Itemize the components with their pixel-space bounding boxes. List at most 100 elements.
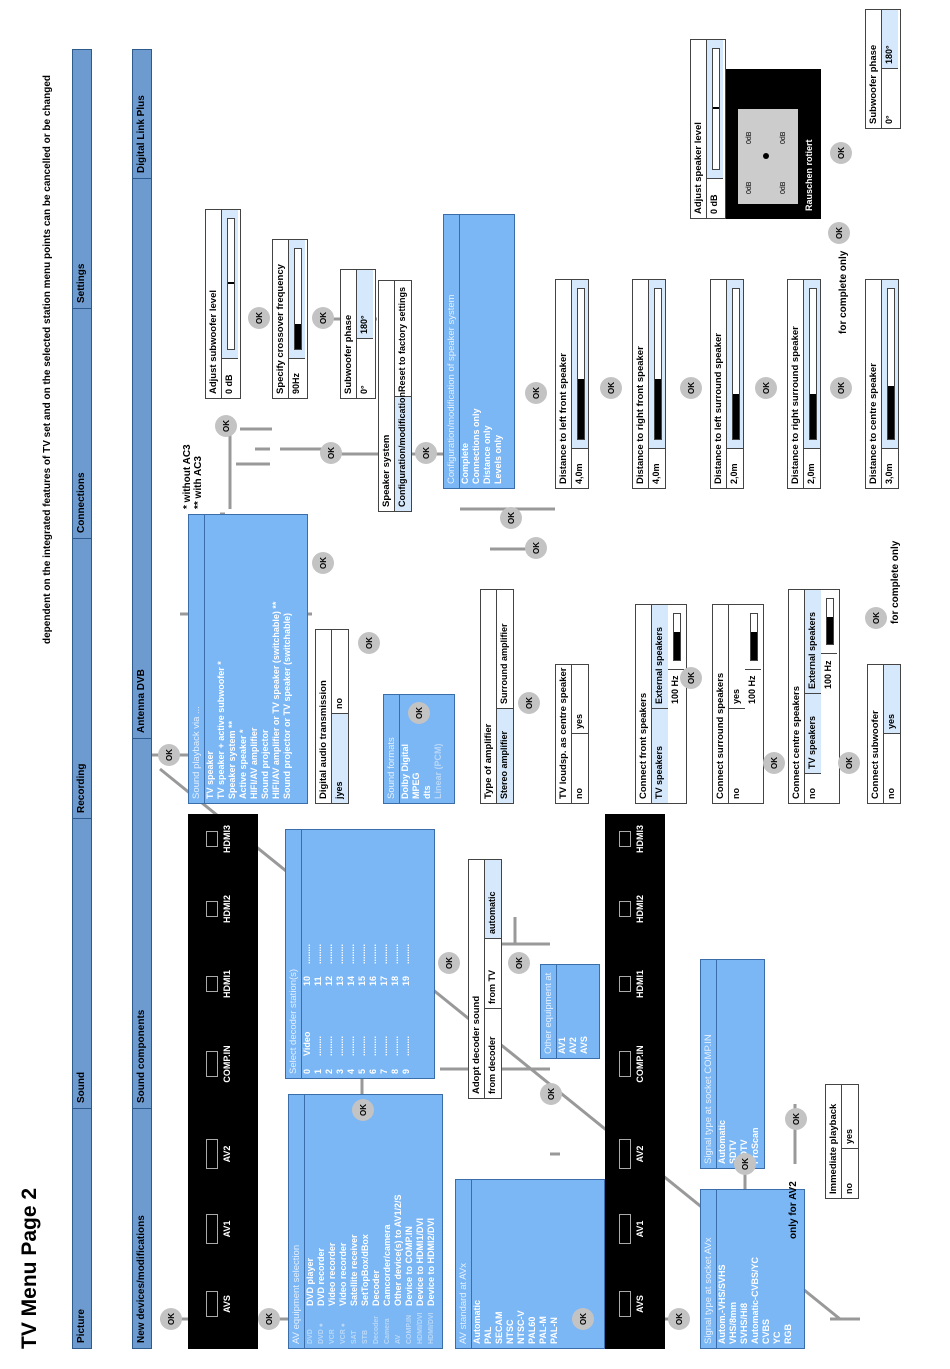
option-surround-amplifier[interactable]: Surround amplifier: [499, 623, 509, 704]
list-item[interactable]: HDTV: [739, 1139, 749, 1165]
option-automatic[interactable]: automatic: [485, 860, 501, 938]
list-item[interactable]: Video recorder: [338, 1242, 348, 1306]
list-item[interactable]: DVD player: [305, 1257, 315, 1306]
list-item[interactable]: Connections only: [471, 408, 481, 484]
distance-slider[interactable]: [804, 280, 820, 448]
ok-button[interactable]: OK: [248, 307, 270, 329]
surround-crossover-slider[interactable]: [745, 605, 761, 669]
list-item[interactable]: HIFI/AV amplifier: [249, 727, 259, 799]
list-item[interactable]: Active speaker *: [238, 729, 248, 799]
socket-hdmi2[interactable]: HDMI2: [206, 889, 232, 929]
list-item[interactable]: CVBS: [761, 1318, 771, 1344]
decoder-row[interactable]: 2........12........: [324, 830, 335, 1078]
ok-button[interactable]: OK: [540, 1083, 562, 1105]
menu-settings[interactable]: Settings: [76, 263, 87, 303]
socket-av2[interactable]: AV2: [619, 1134, 645, 1174]
list-item[interactable]: PAL60: [527, 1316, 537, 1344]
menu-sound-components[interactable]: Sound components: [133, 738, 151, 1108]
socket-hdmi1[interactable]: HDMI1: [619, 964, 645, 1004]
list-item[interactable]: PAL-N: [549, 1317, 559, 1344]
option-yes[interactable]: yes: [844, 1128, 854, 1144]
option-180-deg[interactable]: 180°: [357, 270, 373, 338]
option-from-tv[interactable]: from TV: [485, 938, 501, 1008]
list-item[interactable]: Video recorder: [327, 1242, 337, 1306]
list-item[interactable]: SDTV: [728, 1139, 738, 1164]
option-tv-speakers[interactable]: TV speakers: [652, 708, 668, 803]
decoder-row[interactable]: 8........18........: [390, 830, 401, 1078]
option-from-decoder[interactable]: from decoder: [485, 1008, 501, 1098]
ok-button[interactable]: OK: [525, 382, 547, 404]
list-item[interactable]: AV1: [557, 1037, 567, 1054]
socket-hdmi2[interactable]: HDMI2: [619, 889, 645, 929]
socket-hdmi1[interactable]: HDMI1: [206, 964, 232, 1004]
list-item[interactable]: AVS: [579, 1036, 589, 1054]
ok-button[interactable]: OK: [508, 952, 530, 974]
list-item[interactable]: Camcorder/camera: [382, 1224, 392, 1306]
distance-slider[interactable]: [649, 280, 665, 448]
decoder-row[interactable]: 1........11........: [313, 830, 324, 1078]
ok-button[interactable]: OK: [408, 702, 430, 724]
option-no[interactable]: no: [334, 698, 344, 709]
ok-button[interactable]: OK: [312, 307, 334, 329]
list-item[interactable]: Linear (PCM): [433, 743, 443, 799]
option-0-deg[interactable]: 0°: [882, 68, 898, 128]
ok-button[interactable]: OK: [838, 752, 860, 774]
socket-avs[interactable]: AVS: [206, 1284, 232, 1324]
subwoofer-level-slider[interactable]: [222, 210, 238, 358]
ok-button[interactable]: OK: [734, 1153, 756, 1175]
list-item[interactable]: NTSC: [505, 1319, 515, 1345]
list-item[interactable]: Automatic: [472, 1299, 482, 1344]
speaker-level-slider[interactable]: [707, 40, 723, 178]
list-item[interactable]: PAL: [483, 1326, 493, 1344]
menu-picture[interactable]: Picture: [73, 1108, 91, 1348]
list-item[interactable]: Device to HDMI1/DVI: [415, 1217, 425, 1306]
ok-button[interactable]: OK: [158, 744, 180, 766]
socket-comp-in[interactable]: COMP.IN: [619, 1039, 645, 1089]
ok-button[interactable]: OK: [830, 142, 852, 164]
crossover-slider[interactable]: [289, 240, 305, 358]
socket-hdmi3[interactable]: HDMI3: [206, 819, 232, 859]
list-item[interactable]: TV speaker: [205, 750, 215, 799]
list-item[interactable]: Levels only: [493, 434, 503, 484]
ok-button[interactable]: OK: [668, 1308, 690, 1330]
ok-button[interactable]: OK: [415, 442, 437, 464]
distance-slider[interactable]: [727, 280, 743, 448]
decoder-row[interactable]: 6........16........: [368, 830, 379, 1078]
decoder-row[interactable]: 3........13........: [335, 830, 346, 1078]
ok-button[interactable]: OK: [358, 632, 380, 654]
option-external-speakers[interactable]: External speakers: [652, 605, 668, 708]
option-reset-factory[interactable]: Reset to factory settings: [397, 286, 407, 392]
list-item[interactable]: Decoder: [371, 1269, 381, 1306]
list-item[interactable]: PAL-M: [538, 1316, 548, 1344]
ok-button[interactable]: OK: [160, 1308, 182, 1330]
list-item[interactable]: HIFI/AV amplifier or TV speaker (switcha…: [271, 601, 281, 799]
list-item[interactable]: Satellite receiver: [349, 1234, 359, 1306]
list-item[interactable]: Automatic: [717, 1119, 727, 1164]
decoder-row[interactable]: 9........19........: [401, 830, 412, 1078]
menu-sound[interactable]: Sound: [73, 818, 91, 1108]
menu-connections[interactable]: Connections: [73, 308, 91, 538]
list-item[interactable]: DVD recorder: [316, 1247, 326, 1306]
decoder-row[interactable]: 4........14........: [346, 830, 357, 1078]
ok-button[interactable]: OK: [785, 1108, 807, 1130]
front-crossover-slider[interactable]: [668, 605, 684, 669]
list-item[interactable]: Sound projector: [260, 729, 270, 800]
ok-button[interactable]: OK: [500, 507, 522, 529]
list-item[interactable]: Device to HDMI2/DVI: [426, 1217, 436, 1306]
list-item[interactable]: Autom.-VHS/SVHS: [717, 1264, 727, 1344]
list-item[interactable]: VHS/8mm: [728, 1301, 738, 1344]
ok-button[interactable]: OK: [518, 692, 540, 714]
centre-crossover-slider[interactable]: [821, 590, 837, 653]
ok-button[interactable]: OK: [830, 377, 852, 399]
option-external-speakers[interactable]: External speakers: [805, 590, 821, 693]
ok-button[interactable]: OK: [865, 607, 887, 629]
option-no[interactable]: no: [572, 733, 588, 803]
option-no[interactable]: no: [805, 773, 821, 803]
list-item[interactable]: Other device(s) to AV1/2/S: [393, 1194, 403, 1306]
ok-button[interactable]: OK: [600, 377, 622, 399]
socket-comp-in[interactable]: COMP.IN: [206, 1039, 232, 1089]
option-yes[interactable]: yes: [731, 688, 741, 704]
decoder-row[interactable]: 5........15........: [357, 830, 368, 1078]
ok-button[interactable]: OK: [352, 1099, 374, 1121]
